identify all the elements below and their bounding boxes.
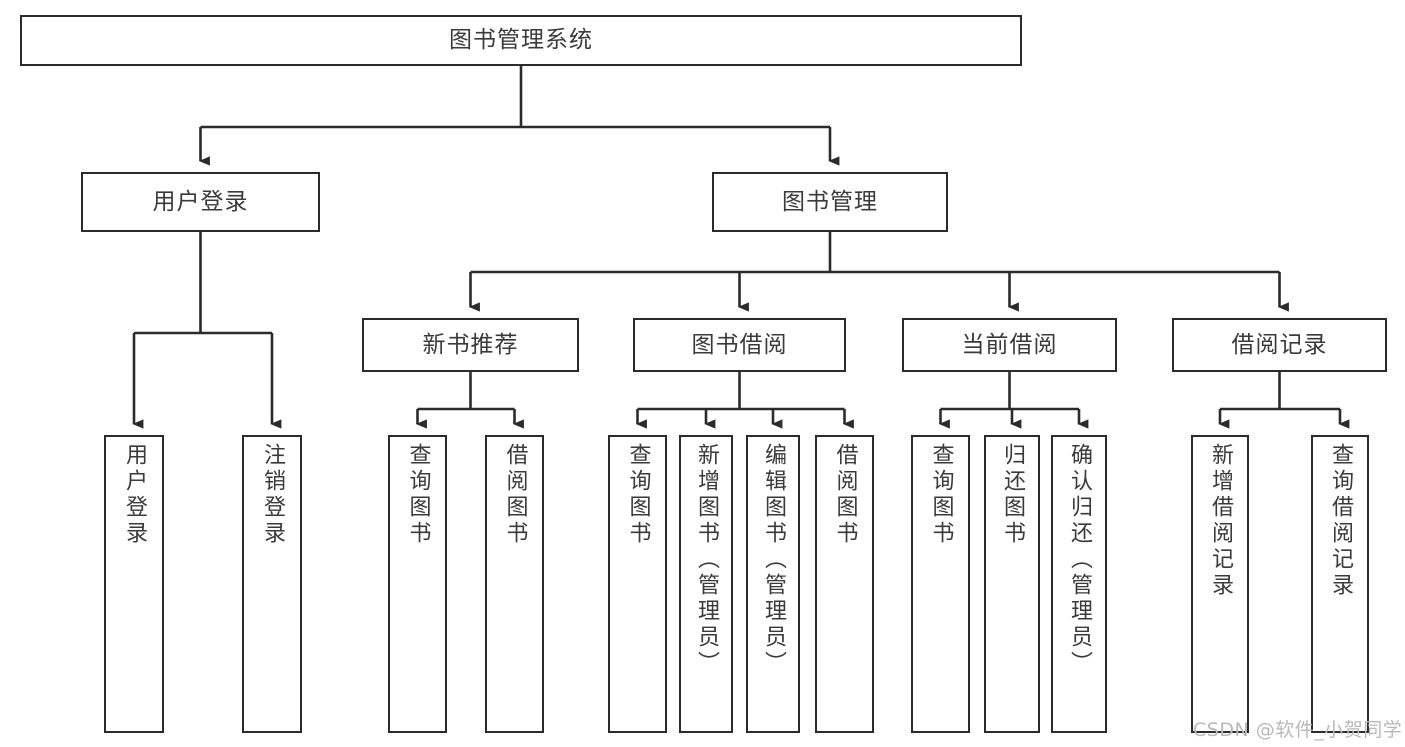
leaf-node-box[interactable]: 新增借阅记录 <box>1191 435 1249 733</box>
leaf-node-label: 查询借阅记录 <box>1328 443 1353 599</box>
leaf-node-label: 用户登录 <box>122 443 147 547</box>
level3-node-box[interactable]: 当前借阅 <box>902 318 1117 372</box>
leaf-node-box[interactable]: 新增图书（管理员） <box>679 435 733 733</box>
leaf-node-box[interactable]: 确认归还（管理员） <box>1051 435 1107 733</box>
leaf-node-box[interactable]: 用户登录 <box>104 435 164 733</box>
leaf-node-box[interactable]: 查询图书 <box>608 435 667 733</box>
level2-node-box[interactable]: 用户登录 <box>81 172 320 232</box>
leaf-node-label: 借阅图书 <box>832 443 858 547</box>
leaf-node-label: 确认归还（管理员） <box>1067 443 1092 677</box>
connector-edges <box>132 66 1350 429</box>
level3-node-label: 借阅记录 <box>1231 331 1328 358</box>
leaf-node-label: 新增借阅记录 <box>1208 443 1233 599</box>
level3-node-label: 当前借阅 <box>961 331 1058 358</box>
leaf-node-label: 查询图书 <box>625 443 651 547</box>
root-node-box[interactable]: 图书管理系统 <box>20 15 1022 66</box>
level3-node-box[interactable]: 新书推荐 <box>362 318 579 372</box>
level3-node-label: 图书借阅 <box>691 331 788 358</box>
leaf-node-box[interactable]: 借阅图书 <box>485 435 544 733</box>
leaf-node-label: 借阅图书 <box>502 443 528 547</box>
root-node-label: 图书管理系统 <box>449 27 593 54</box>
leaf-node-box[interactable]: 查询图书 <box>388 435 447 733</box>
leaf-node-label: 注销登录 <box>260 443 285 547</box>
level2-node-label: 图书管理 <box>782 188 878 215</box>
level3-node-box[interactable]: 借阅记录 <box>1172 318 1387 372</box>
leaf-node-label: 查询图书 <box>928 443 954 547</box>
leaf-node-label: 编辑图书（管理员） <box>761 443 786 677</box>
leaf-node-label: 查询图书 <box>405 443 431 547</box>
level3-node-label: 新书推荐 <box>422 331 519 358</box>
level2-node-label: 用户登录 <box>152 188 249 215</box>
level3-node-box[interactable]: 图书借阅 <box>633 318 846 372</box>
leaf-node-box[interactable]: 注销登录 <box>242 435 302 733</box>
level2-node-box[interactable]: 图书管理 <box>712 172 948 232</box>
leaf-node-box[interactable]: 查询借阅记录 <box>1311 435 1369 733</box>
leaf-node-box[interactable]: 归还图书 <box>984 435 1040 733</box>
leaf-node-label: 归还图书 <box>1000 443 1025 547</box>
leaf-node-label: 新增图书（管理员） <box>694 443 719 677</box>
leaf-node-box[interactable]: 查询图书 <box>911 435 970 733</box>
leaf-node-box[interactable]: 借阅图书 <box>815 435 874 733</box>
leaf-node-box[interactable]: 编辑图书（管理员） <box>746 435 800 733</box>
